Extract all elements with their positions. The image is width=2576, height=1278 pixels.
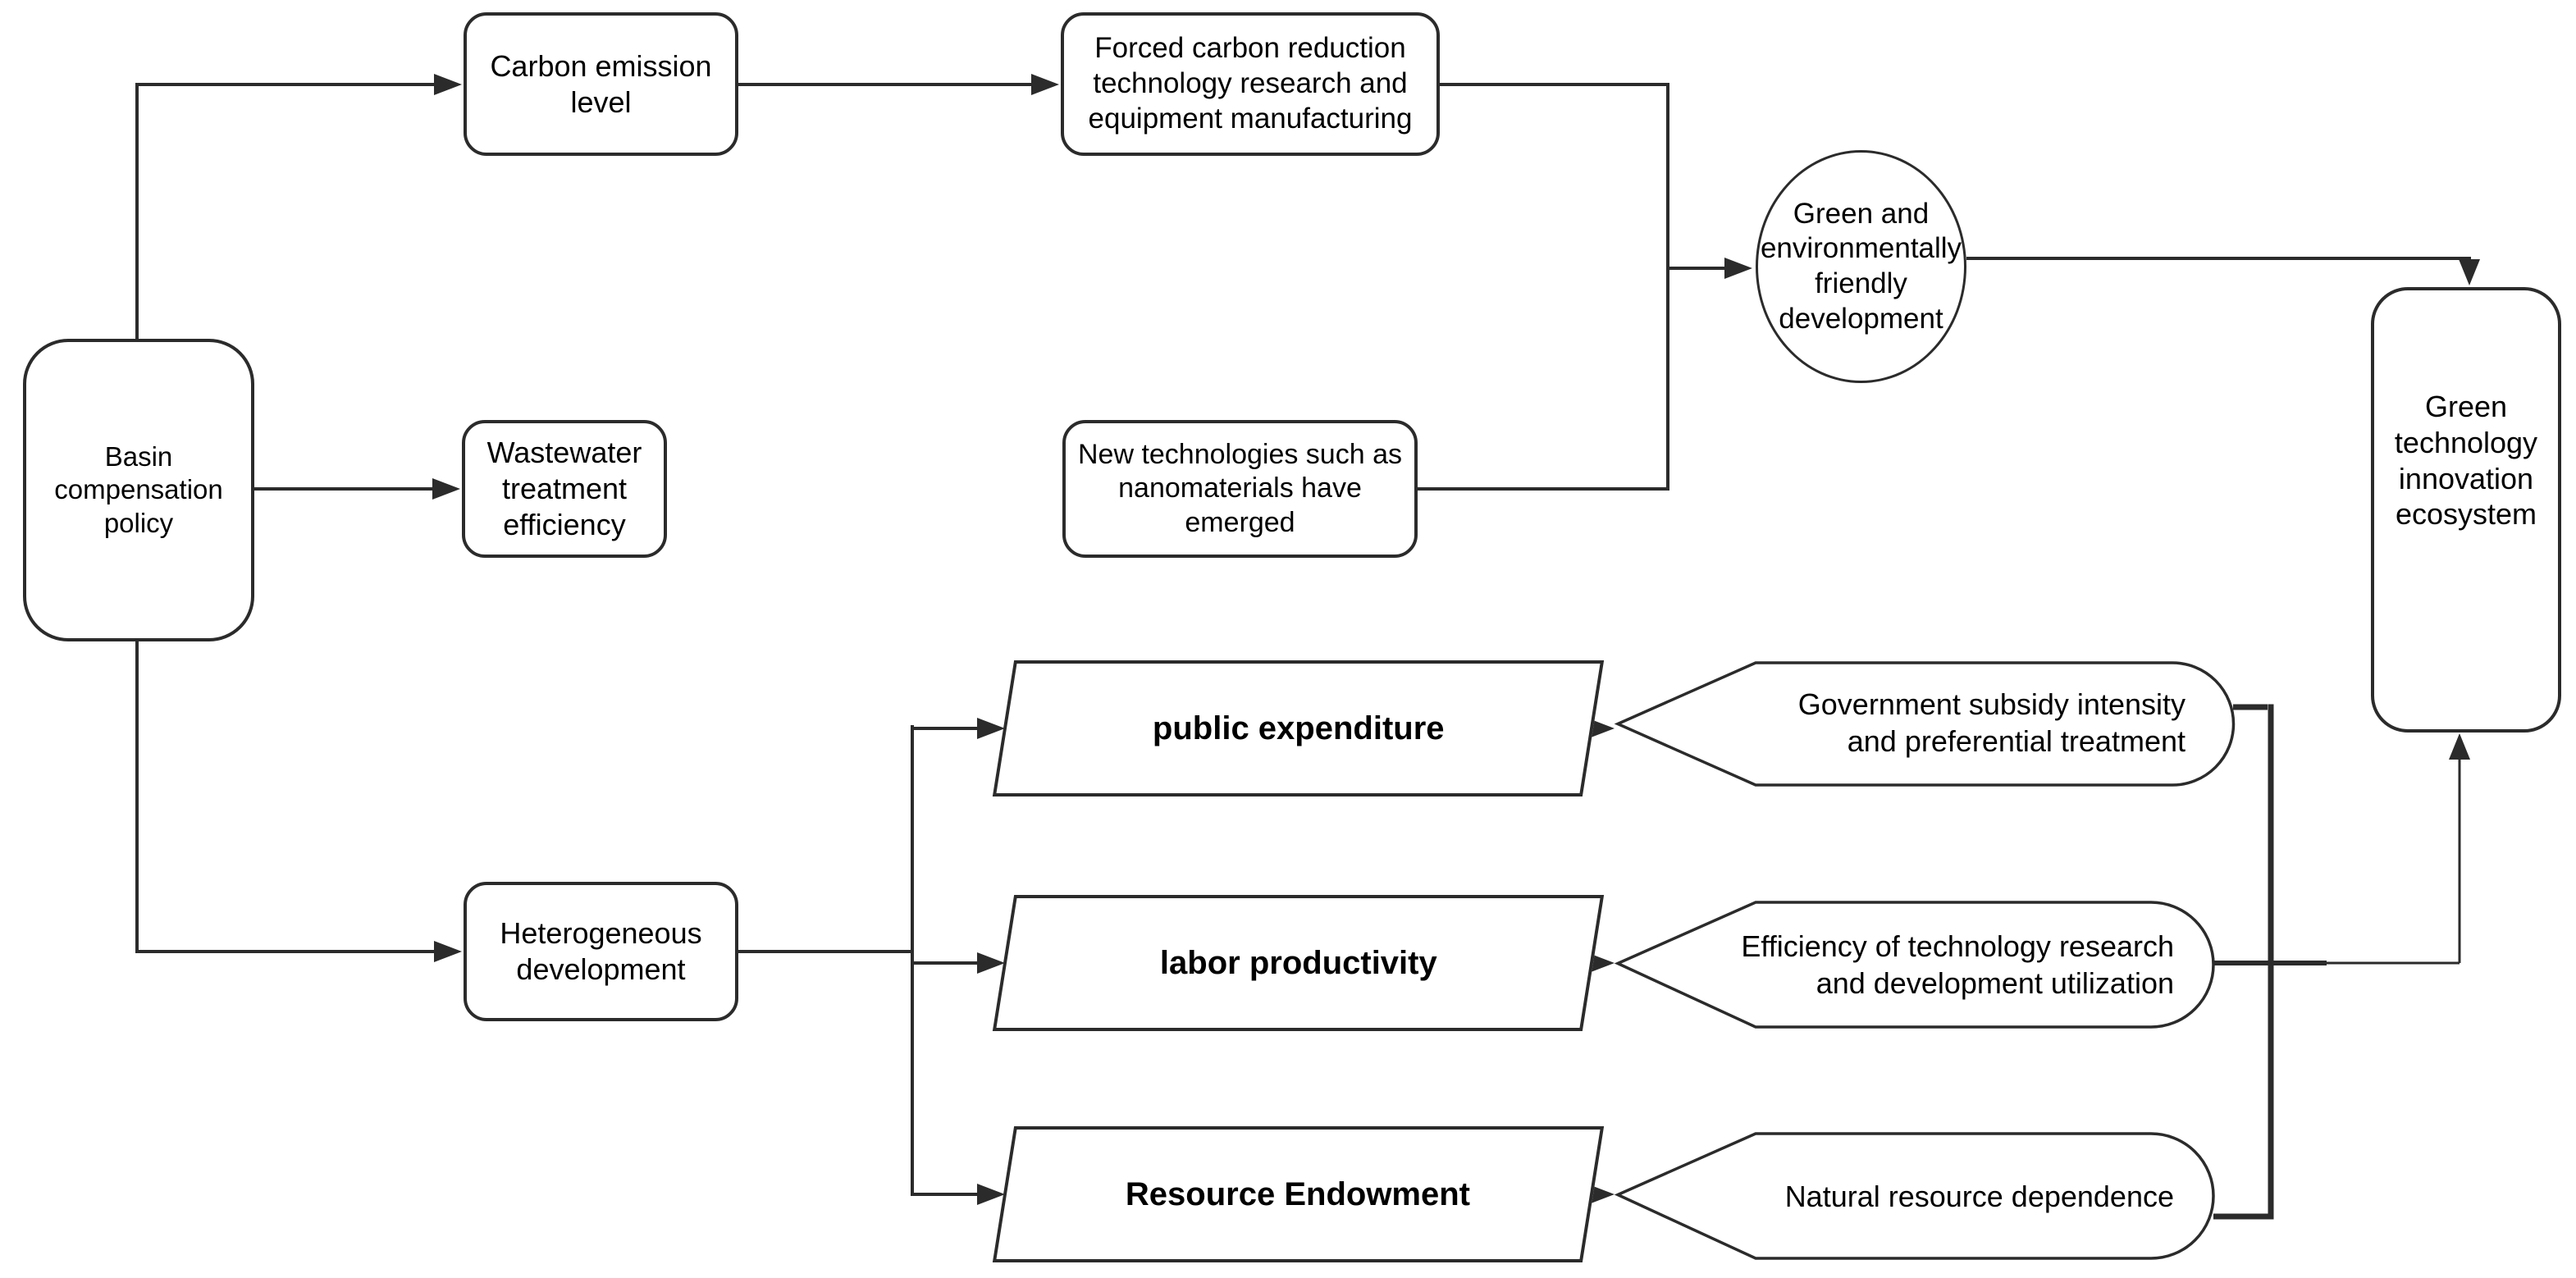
node-labor-productivity: labor productivity bbox=[992, 895, 1605, 1031]
edge-ellipse-greenbox bbox=[1966, 257, 2471, 262]
node-wastewater-label: Wastewater treatment efficiency bbox=[486, 436, 642, 541]
node-heterogeneous-development: Heterogeneous development bbox=[464, 882, 738, 1021]
node-basin-compensation-policy: Basin compensation policy bbox=[23, 339, 254, 641]
arrowhead-into-forced bbox=[1031, 74, 1059, 95]
node-green-development-ellipse: Green and environmentally friendly devel… bbox=[1756, 150, 1966, 383]
node-new-technologies: New technologies such as nanomaterials h… bbox=[1062, 420, 1418, 558]
edge-basin-carbon bbox=[135, 83, 436, 339]
govsubsidy-shape bbox=[1614, 661, 2236, 787]
node-natural-dependence-label: Natural resource dependence bbox=[1784, 1179, 2174, 1213]
node-government-subsidy: Government subsidy intensity and prefere… bbox=[1759, 660, 2185, 785]
node-public-expenditure-label: public expenditure bbox=[1152, 710, 1445, 746]
arrowhead-into-publicexp bbox=[977, 718, 1005, 739]
arrowhead-into-hetero bbox=[434, 941, 462, 962]
node-forced-carbon-reduction: Forced carbon reduction technology resea… bbox=[1061, 12, 1440, 156]
node-resource-endowment-label: Resource Endowment bbox=[1126, 1175, 1471, 1212]
naturaldep-shape bbox=[1614, 1132, 2215, 1260]
node-resource-endowment: Resource Endowment bbox=[992, 1126, 1605, 1262]
arrowhead-into-greenbox-bottom bbox=[2449, 733, 2470, 760]
node-carbon-label: Carbon emission level bbox=[490, 48, 712, 119]
arrowhead-into-wastewater bbox=[432, 478, 460, 500]
arrowhead-into-ellipse bbox=[1724, 258, 1752, 279]
edge-basin-hetero bbox=[135, 641, 436, 953]
node-green-ecosystem-label: Green technology innovation ecosystem bbox=[2394, 389, 2538, 532]
node-carbon-emission-level: Carbon emission level bbox=[464, 12, 738, 156]
arrowhead-into-carbon bbox=[434, 74, 462, 95]
node-forced-label: Forced carbon reduction technology resea… bbox=[1088, 32, 1413, 135]
arrowhead-into-resource bbox=[977, 1184, 1005, 1205]
node-wastewater-treatment-efficiency: Wastewater treatment efficiency bbox=[462, 420, 667, 558]
node-green-technology-innovation-ecosystem: Green technology innovation ecosystem bbox=[2371, 287, 2561, 733]
node-efficiency-label: Efficiency of technology research and de… bbox=[1741, 929, 2174, 1000]
arrowhead-into-laborprod bbox=[977, 952, 1005, 974]
node-green-development-label: Green and environmentally friendly devel… bbox=[1760, 197, 1962, 335]
node-labor-productivity-label: labor productivity bbox=[1159, 944, 1437, 981]
node-efficiency-rd-utilization: Efficiency of technology research and de… bbox=[1715, 902, 2174, 1027]
node-public-expenditure: public expenditure bbox=[992, 660, 1605, 796]
node-newtech-label: New technologies such as nanomaterials h… bbox=[1077, 438, 1402, 538]
node-hetero-label: Heterogeneous development bbox=[500, 916, 702, 986]
efficiency-shape bbox=[1614, 901, 2215, 1029]
node-basin-label: Basin compensation policy bbox=[54, 441, 223, 538]
arrowhead-into-greenbox-top bbox=[2459, 259, 2480, 285]
node-natural-resource-dependence: Natural resource dependence bbox=[1715, 1134, 2174, 1258]
node-government-subsidy-label: Government subsidy intensity and prefere… bbox=[1797, 687, 2185, 758]
edge-forced-newtech-elbow bbox=[1414, 83, 1669, 491]
